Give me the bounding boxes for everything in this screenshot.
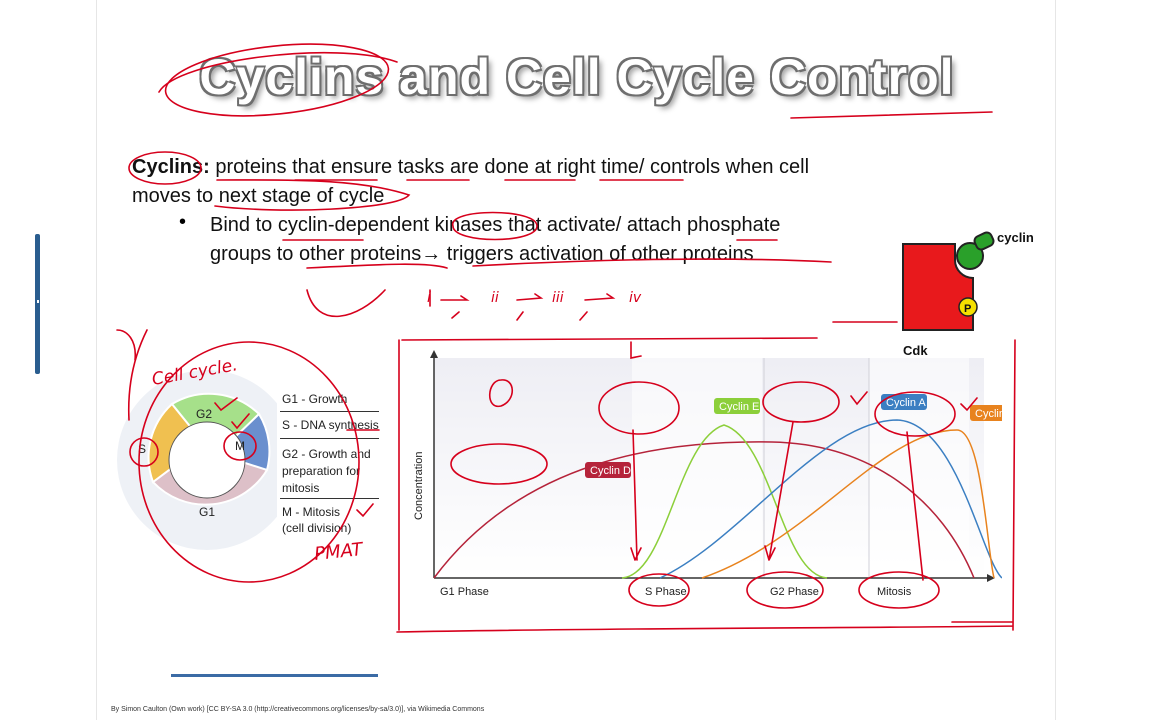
ink-circle-cycle xyxy=(138,341,360,583)
phosphate-circle xyxy=(958,297,978,317)
ink-arrow-loop xyxy=(306,289,386,318)
ink-checkmarks xyxy=(850,391,978,412)
ink-note-cell-cycle: Cell cycle. xyxy=(150,355,239,390)
phase-label-s: S Phase xyxy=(645,586,687,598)
phosphate-label: P xyxy=(964,303,971,315)
cyclin-head xyxy=(973,231,995,251)
tag-cyclin-e-text: Cyclin E xyxy=(719,401,759,413)
tag-cyclin-d-text: Cyclin D xyxy=(590,465,631,477)
blue-underline-mark xyxy=(171,674,378,677)
ink-stage-arrows xyxy=(429,289,616,307)
series-cyclin-b-line xyxy=(701,429,995,579)
ink-box-chart xyxy=(396,337,1016,633)
x-axis-arrow xyxy=(987,574,995,582)
ink-circle-cyclin-a xyxy=(762,381,840,423)
cyclin-concentration-chart: Cyclin D Cyclin E Cyclin A Cyclin B Conc… xyxy=(413,350,1002,598)
cdk-label: Cdk xyxy=(903,343,928,358)
series-cyclin-d-line xyxy=(433,441,975,579)
bullet-point: • xyxy=(179,211,187,233)
phase-label-g2: G2 Phase xyxy=(770,586,819,598)
left-margin xyxy=(0,0,96,720)
phase-label-mitosis: Mitosis xyxy=(877,586,912,598)
ink-underline-title xyxy=(790,111,993,119)
tag-cyclin-a xyxy=(881,394,927,410)
ink-arrow-b-to-mitosis xyxy=(906,431,924,581)
ink-stage-iv: iv xyxy=(629,290,642,306)
definition-line: Cyclins: proteins that ensure tasks are … xyxy=(132,153,932,182)
cdk-cyclin-illustration: P xyxy=(902,231,995,331)
tag-cyclin-e xyxy=(714,398,760,414)
ink-stroke xyxy=(116,329,148,421)
legend-g2-line1: G2 - Growth and xyxy=(282,447,371,461)
ink-note-pmat: PMAT xyxy=(313,539,365,565)
ink-annotations: Cell cycle. PMAT i ii iii iv xyxy=(116,43,1016,633)
ink-circle-cyclin-e xyxy=(598,381,680,435)
ink-d-mark xyxy=(488,379,514,407)
ink-circle-m xyxy=(223,431,257,461)
ink-underline-activation xyxy=(306,258,832,269)
ink-circle-s xyxy=(129,437,159,467)
ink-stage-iii: iii xyxy=(552,290,564,306)
tag-cyclin-d xyxy=(585,462,631,478)
ink-circle-cyclins xyxy=(128,151,202,185)
slide: Cyclins and Cell Cycle Control Cyclins: … xyxy=(96,0,1056,720)
series-cyclin-e-line xyxy=(621,424,828,579)
ink-stroke xyxy=(158,51,398,93)
image-credit: By Simon Caulton (Own work) [CC BY-SA 3.… xyxy=(111,706,485,713)
definition-text: proteins that ensure tasks are done at r… xyxy=(209,156,810,178)
label-g2: G2 xyxy=(196,407,212,421)
legend-divider xyxy=(280,498,379,499)
ink-stage-ii: ii xyxy=(491,290,499,306)
ink-circle-next-stage xyxy=(214,179,411,211)
ink-circle-cyclin-d xyxy=(450,443,548,485)
ink-checkmarks xyxy=(214,397,374,518)
ink-circle-mitosis xyxy=(858,571,940,609)
legend-g2-line2: preparation for xyxy=(282,464,361,478)
legend-m-line2: (cell division) xyxy=(282,521,352,535)
cell-cycle-diagram: G2 S M G1 xyxy=(117,370,277,550)
ink-circle-s-phase xyxy=(628,573,690,607)
legend-g1: G1 - Growth xyxy=(282,392,348,406)
legend-g2-line3: mitosis xyxy=(282,481,320,495)
cyclin-shape xyxy=(956,242,984,270)
label-s: S xyxy=(138,442,146,456)
ink-arrow-e-to-s xyxy=(630,429,642,561)
tag-cyclin-b xyxy=(970,405,1002,421)
ink-circle-kinases xyxy=(282,211,538,241)
slide-title: Cyclins and Cell Cycle Control xyxy=(199,49,955,105)
y-axis-label: Concentration xyxy=(413,452,425,521)
cyclin-label: cyclin xyxy=(997,230,1034,245)
legend-divider xyxy=(280,411,379,412)
ink-mark xyxy=(630,341,642,359)
y-axis-arrow xyxy=(430,350,438,358)
scroll-indicator[interactable] xyxy=(35,234,40,374)
ink-arrow-a-to-g2 xyxy=(764,421,794,561)
series-cyclin-a-line xyxy=(659,419,1002,579)
tag-cyclin-b-text: Cyclin B xyxy=(975,408,1002,420)
label-g1: G1 xyxy=(199,505,215,519)
phase-band-s xyxy=(632,358,762,578)
ink-stage-i: i xyxy=(427,290,431,306)
ink-circle-g2-phase xyxy=(746,571,824,609)
ink-circle-title xyxy=(164,43,390,117)
tag-cyclin-a-text: Cyclin A xyxy=(886,397,926,409)
legend-m-line1: M - Mitosis xyxy=(282,505,340,519)
scroll-indicator-mark xyxy=(37,300,39,303)
legend-divider xyxy=(280,438,379,439)
phase-label-g1: G1 Phase xyxy=(440,586,489,598)
label-m: M xyxy=(235,439,245,453)
bullet-line-1: Bind to cyclin-dependent kinases that ac… xyxy=(210,214,781,236)
ink-stage-ticks xyxy=(451,311,588,321)
ink-circle-cyclin-b xyxy=(874,391,956,437)
cyclins-term: Cyclins: xyxy=(132,156,210,178)
definition-line-2: moves to next stage of cycle xyxy=(132,185,385,207)
